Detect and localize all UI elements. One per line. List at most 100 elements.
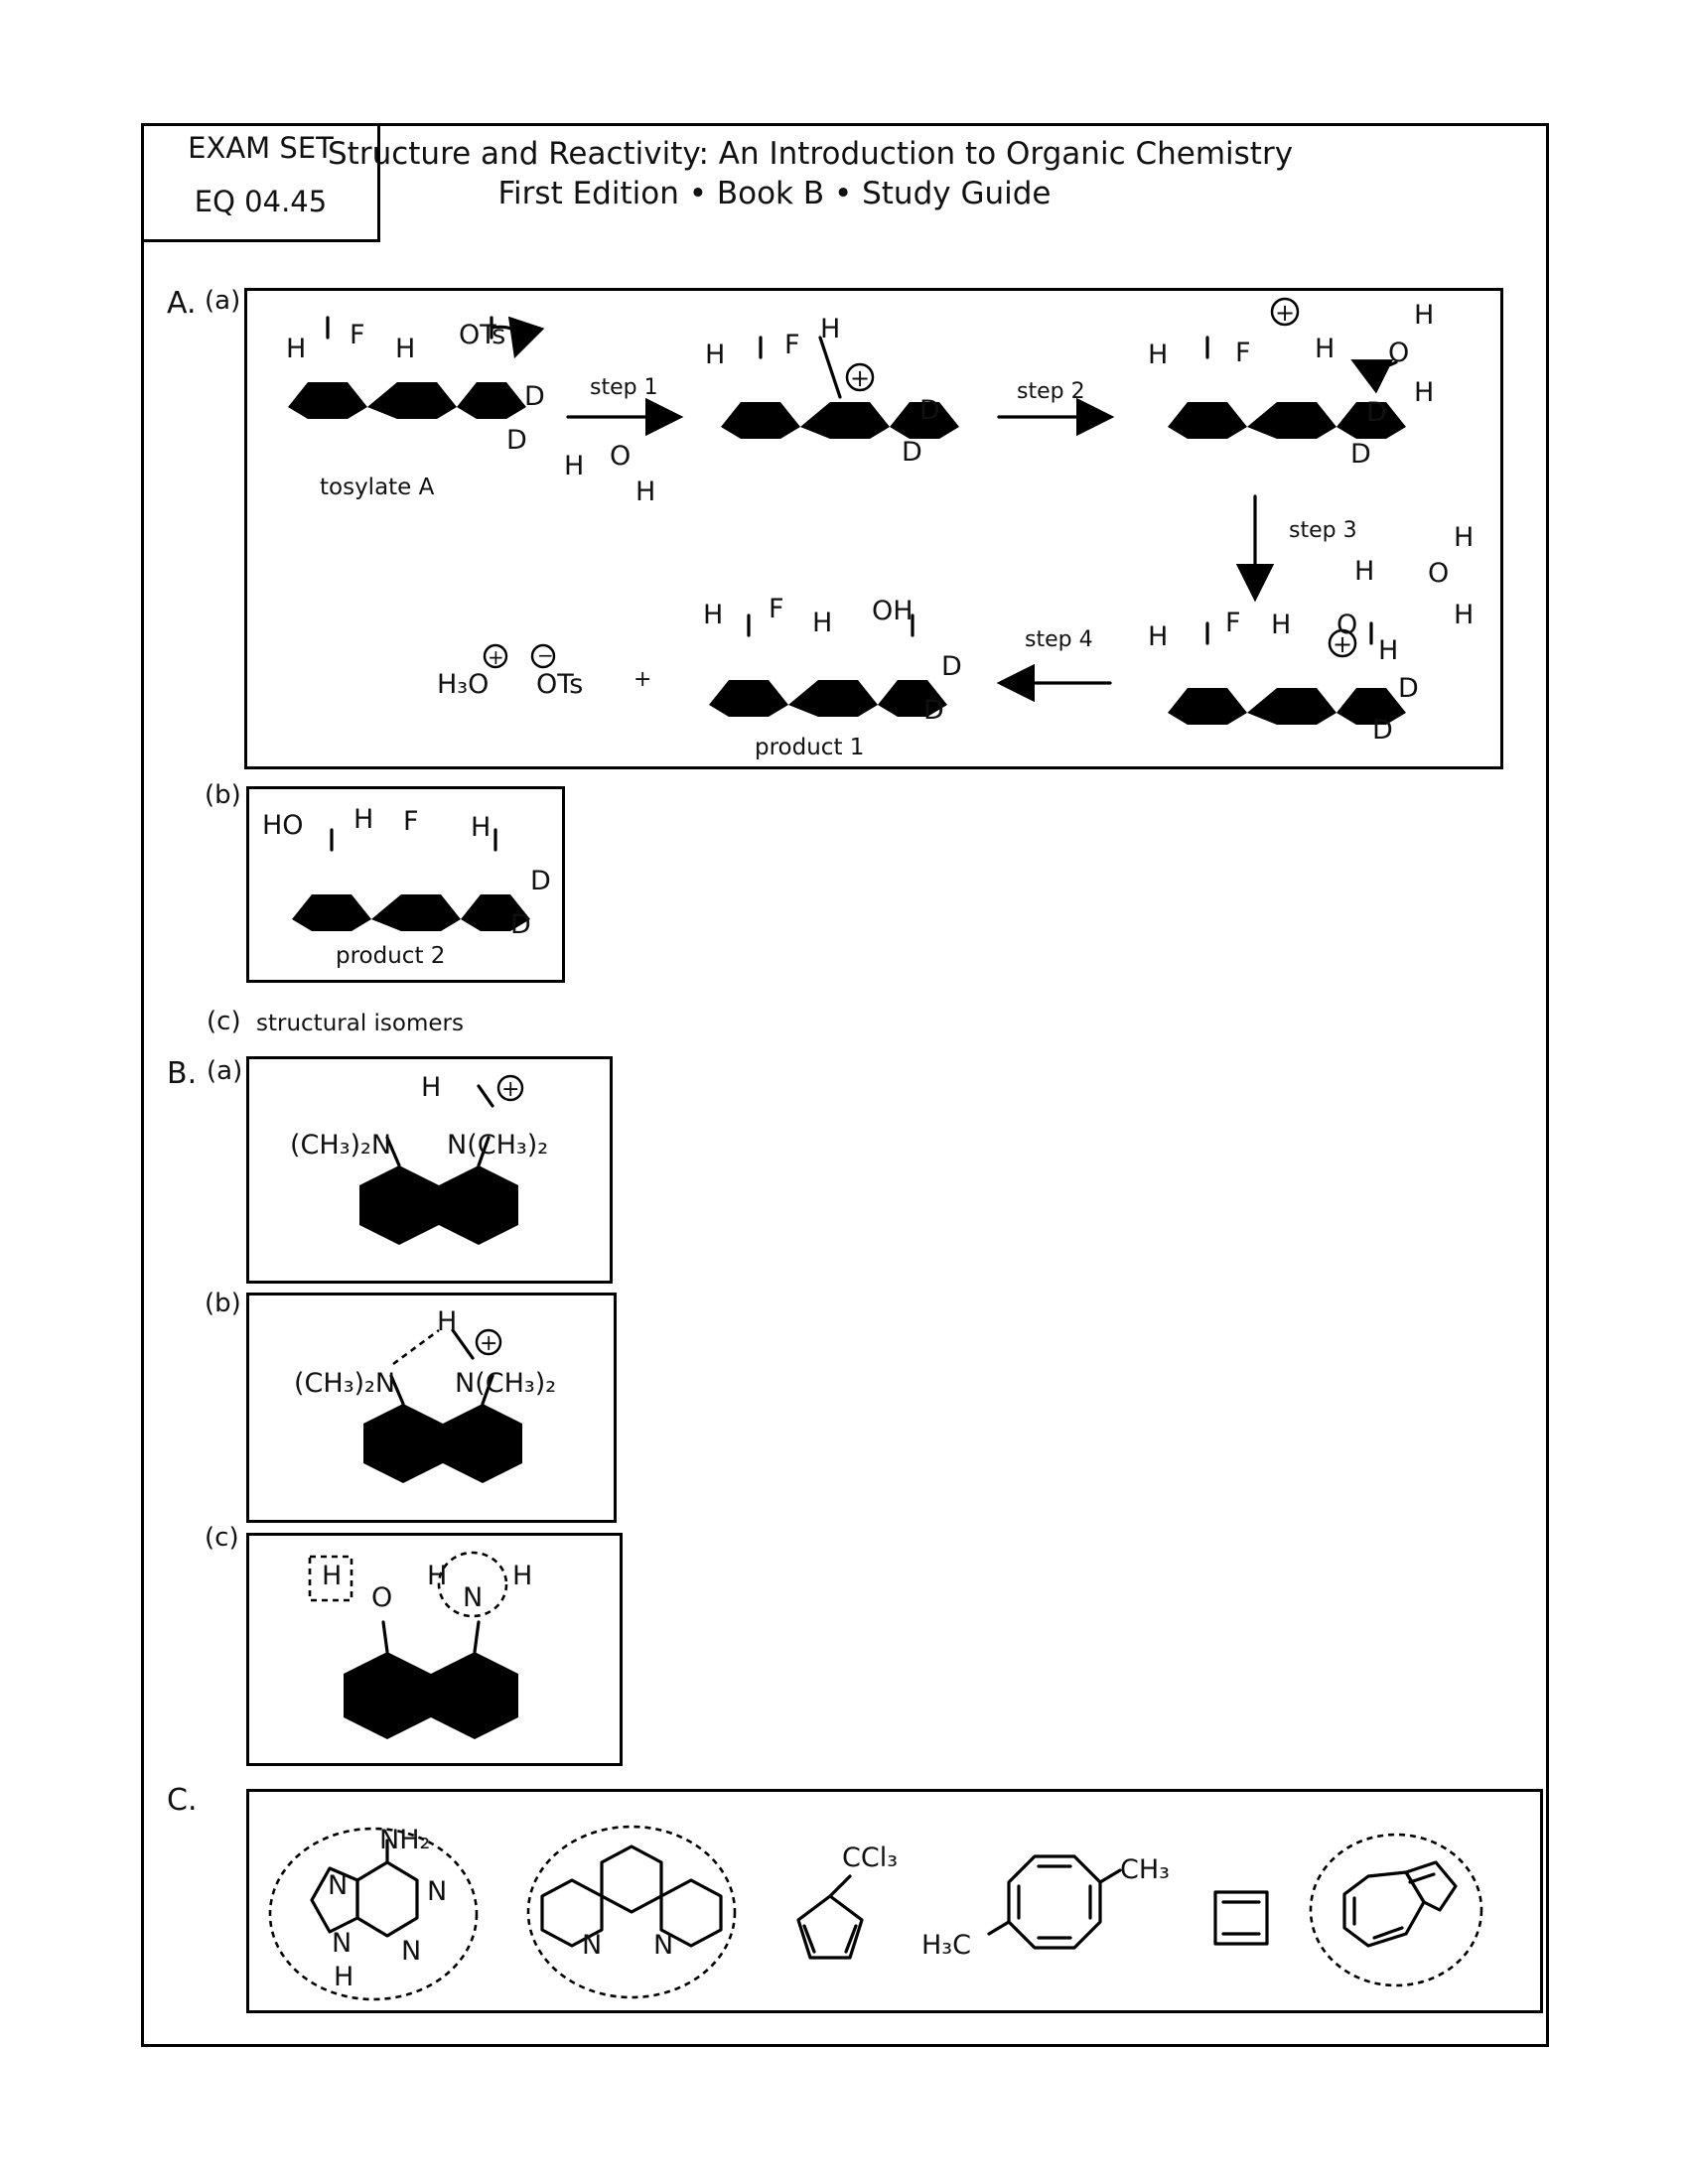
product2-box [246,786,565,983]
aminonaphthol-structure [308,1551,518,1739]
svg-text:+: + [1333,630,1352,658]
proton-sponge-a-box [246,1056,613,1284]
section-b-part-a-label: (a) [207,1056,243,1086]
adenine-n3: N [427,1876,448,1907]
naphthol-amine-h2: H [512,1561,533,1591]
int3-h-top: H [1354,556,1375,587]
section-c-label: C. [167,1783,198,1818]
int2-water-h1: H [1414,300,1435,331]
step1-label: step 1 [590,375,658,400]
tosylate-h-left: H [286,334,307,364]
int3-d2: D [1372,715,1393,746]
tosylate-charge: − [530,643,556,669]
tosylate-h-mid: H [395,334,416,364]
int3-f: F [1225,608,1241,638]
product2-ho: HO [262,810,304,841]
product2-f: F [403,806,419,837]
naphthol-amine-h1: H [427,1561,448,1591]
tosylate-a-caption: tosylate A [320,475,435,500]
svg-text:−: − [537,643,554,667]
tosylate-a-structure [288,316,545,419]
product2-structure [292,828,530,931]
svg-text:+: + [501,1077,519,1102]
int2-d1: D [1366,397,1387,428]
ccl3-cyclopentadiene-structure [796,1874,864,1960]
product2-d2: D [510,909,531,940]
int1-h-top: H [820,314,841,344]
byproduct-tosylate: OTs [536,669,584,700]
section-b-part-c-label: (c) [205,1523,239,1553]
product1-d2: D [923,695,944,726]
int2-h-left: H [1148,340,1169,370]
book-subtitle: First Edition • Book B • Study Guide [497,176,1052,211]
cot-h3c-left: H₃C [921,1930,971,1961]
section-a-part-b-label: (b) [205,780,241,810]
int2-water-h2: H [1414,377,1435,408]
svg-text:+: + [850,364,870,392]
intermediate3-structure: + [1168,621,1406,725]
sponge-a-right-amine: N(CH₃)₂ [447,1130,549,1160]
water1-h: H [564,451,585,481]
sponge-b-left-amine: (CH₃)₂N [294,1368,396,1399]
proton-sponge-a-structure: + [359,1074,524,1245]
proton-sponge-b-box [246,1293,617,1523]
tosylate-f: F [350,320,365,350]
water1-h2: H [635,477,656,507]
aromaticity-box [246,1789,1543,2013]
adenine-n7: N [332,1928,352,1959]
proton-sponge-b-structure: + [363,1328,522,1483]
intermediate1-structure: + [721,336,959,439]
tosylate-d1: D [524,381,545,412]
product1-caption: product 1 [755,735,865,760]
section-b-part-b-label: (b) [205,1289,241,1318]
section-a-part-a-label: (a) [205,286,241,316]
product2-caption: product 2 [336,943,446,969]
section-a-label: A. [167,286,197,321]
exam-set-label: EXAM SET [188,131,334,165]
int2-f: F [1235,338,1251,368]
int3-water-o: O [1428,558,1450,589]
int1-d1: D [919,395,940,426]
water1-o: O [610,441,632,472]
adenine-structure [268,1827,479,2001]
step4-label: step 4 [1025,627,1093,652]
adenine-nh2: NH₂ [379,1825,431,1855]
int3-h-mid: H [1271,610,1292,640]
naphthol-o: O [371,1582,393,1613]
aminonaphthol-box [246,1533,623,1766]
svg-text:+: + [1275,299,1295,327]
plus-sign: + [633,667,652,692]
naphthol-amine-n: N [463,1582,484,1613]
int3-h-right: H [1378,635,1399,666]
dimethyl-cot-structure [987,1854,1122,1950]
phen-n2: N [653,1930,674,1961]
int3-water-h2: H [1454,600,1475,630]
int2-h-right: H [1315,334,1336,364]
int2-d2: D [1350,439,1371,470]
phen-n1: N [582,1930,603,1961]
intermediate2-structure: + [1168,297,1406,439]
adenine-n9: N [401,1936,422,1967]
exam-set-box [141,123,380,242]
product1-oh: OH [872,596,914,626]
product2-d1: D [530,866,551,896]
tosylate-ots: OTs [459,320,506,350]
page-frame [141,123,1549,2047]
int3-h-left: H [1148,621,1169,652]
exam-code: EQ 04.45 [194,185,328,218]
step3-arrow [1235,494,1275,603]
byproduct-hydronium: H₃O [437,669,490,700]
book-title: Structure and Reactivity: An Introductio… [328,136,1294,172]
int2-water-o: O [1388,338,1410,368]
step4-arrow [996,663,1112,703]
adenine-n1: N [328,1870,349,1901]
mechanism-box [244,288,1503,769]
phenanthroline-structure [526,1825,737,1999]
cot-ch3-right: CH₃ [1120,1854,1170,1885]
cyclobutadiene-structure [1213,1890,1269,1946]
azulene-structure [1309,1833,1483,1987]
int1-d2: D [902,437,922,468]
product1-d1: D [941,651,962,682]
section-b-label: B. [167,1056,198,1091]
int1-h-left: H [705,340,726,370]
